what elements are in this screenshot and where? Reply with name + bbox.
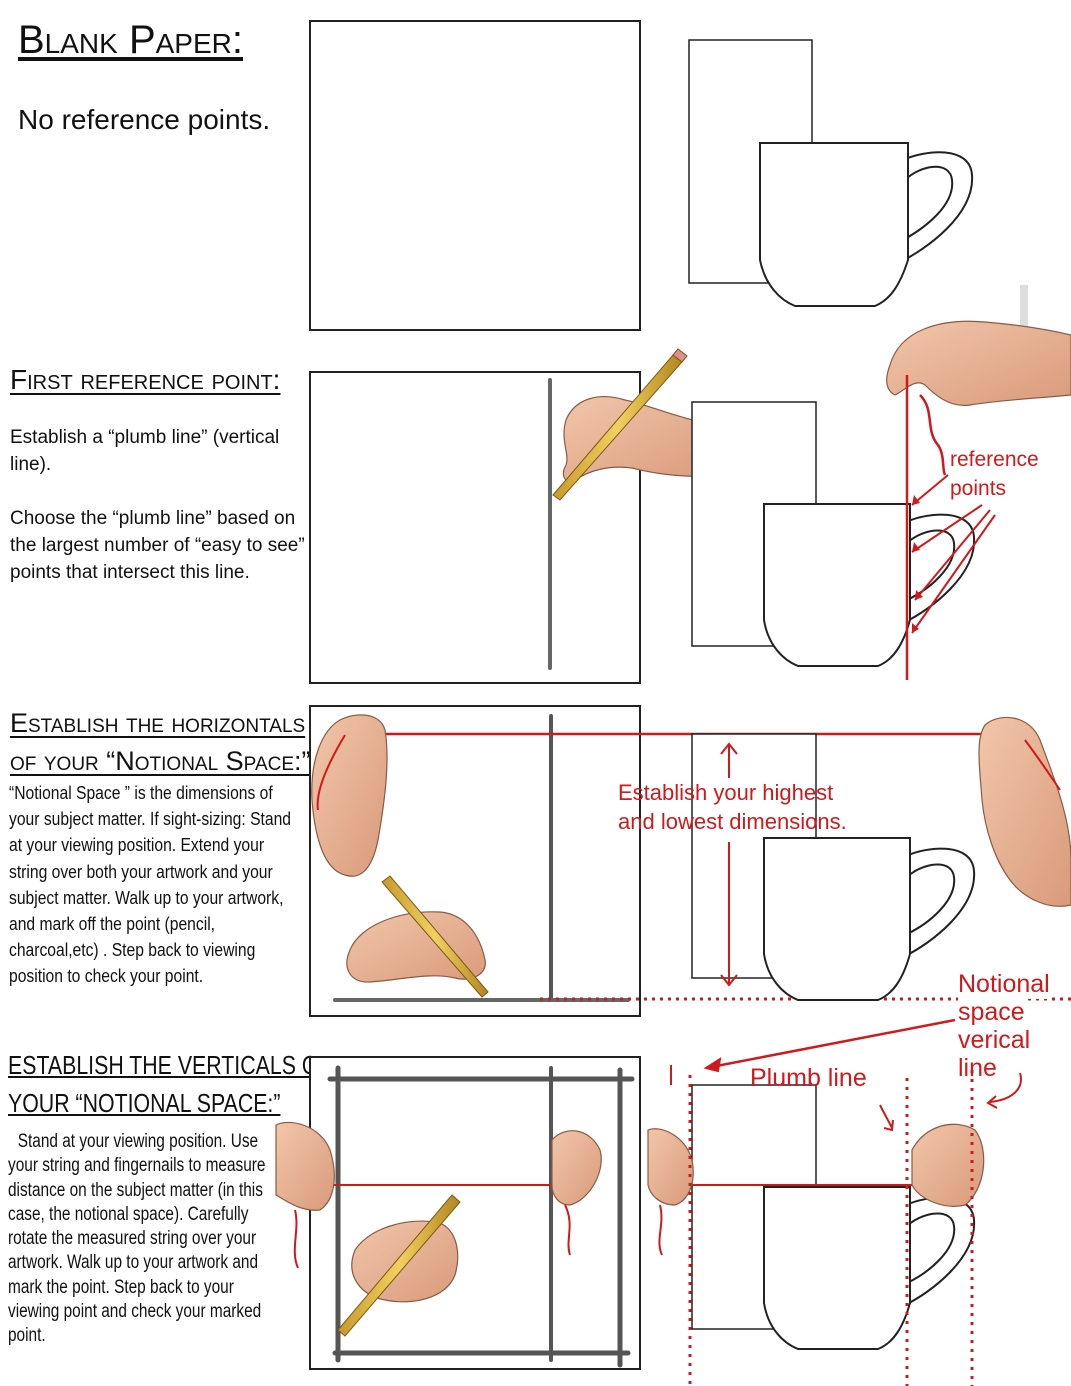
- section-1-heading: Blank Paper:: [18, 18, 243, 62]
- notional-label-line3: verical: [958, 1026, 1031, 1054]
- measure-hands-subject: [647, 1123, 985, 1256]
- section-4-body: Stand at your viewing position. Use your…: [8, 1131, 266, 1347]
- section-1-subject: [688, 39, 974, 307]
- drawing-hand-3: [346, 875, 489, 998]
- section-3-heading-line2: of your “Notional Space:”: [10, 746, 311, 776]
- measure-hands-art: [275, 1121, 602, 1337]
- section-3-body: “Notional Space ” is the dimensions of y…: [9, 783, 292, 987]
- drawing-hand-1: [552, 348, 721, 501]
- notional-label-line4: line: [958, 1054, 997, 1082]
- section-3-heading-line1: Establish the horizontals: [10, 708, 306, 738]
- section-2-artwork: [548, 285, 1071, 680]
- section-4-heading-line1: ESTABLISH THE VERTICALS OF: [8, 1050, 332, 1080]
- dimensions-label-line2: and lowest dimensions.: [618, 809, 847, 834]
- mug: [759, 142, 974, 307]
- notional-label-line1: Notional: [958, 970, 1050, 999]
- string-hand-right: [978, 716, 1071, 907]
- mug-4: [763, 1186, 976, 1350]
- plumb-line-label: Plumb line: [750, 1064, 867, 1092]
- section-2-heading: First reference point:: [10, 364, 281, 395]
- reference-points-label-line2: points: [950, 477, 1007, 500]
- dimensions-label-line1: Establish your highest: [618, 780, 834, 805]
- section-4-artwork: [275, 1018, 1022, 1386]
- blank-paper-panel: [309, 20, 641, 331]
- section-4-heading-line2: YOUR “NOTIONAL SPACE:”: [8, 1088, 281, 1118]
- string-hand-left: [311, 714, 388, 877]
- string-hand-1: [886, 285, 1071, 407]
- verticals-panel: [309, 1056, 641, 1370]
- section-2-body-2: Choose the “plumb line” based on the lar…: [10, 508, 305, 583]
- mug-3: [763, 837, 976, 1001]
- section-3-artwork: [311, 714, 1071, 1002]
- mug-2: [763, 503, 976, 667]
- section-2-body-1: Establish a “plumb line” (vertical line)…: [10, 427, 280, 475]
- section-1-body: No reference points.: [18, 104, 271, 135]
- notional-label-line2: space: [958, 998, 1025, 1027]
- reference-points-label-line1: reference: [950, 448, 1039, 471]
